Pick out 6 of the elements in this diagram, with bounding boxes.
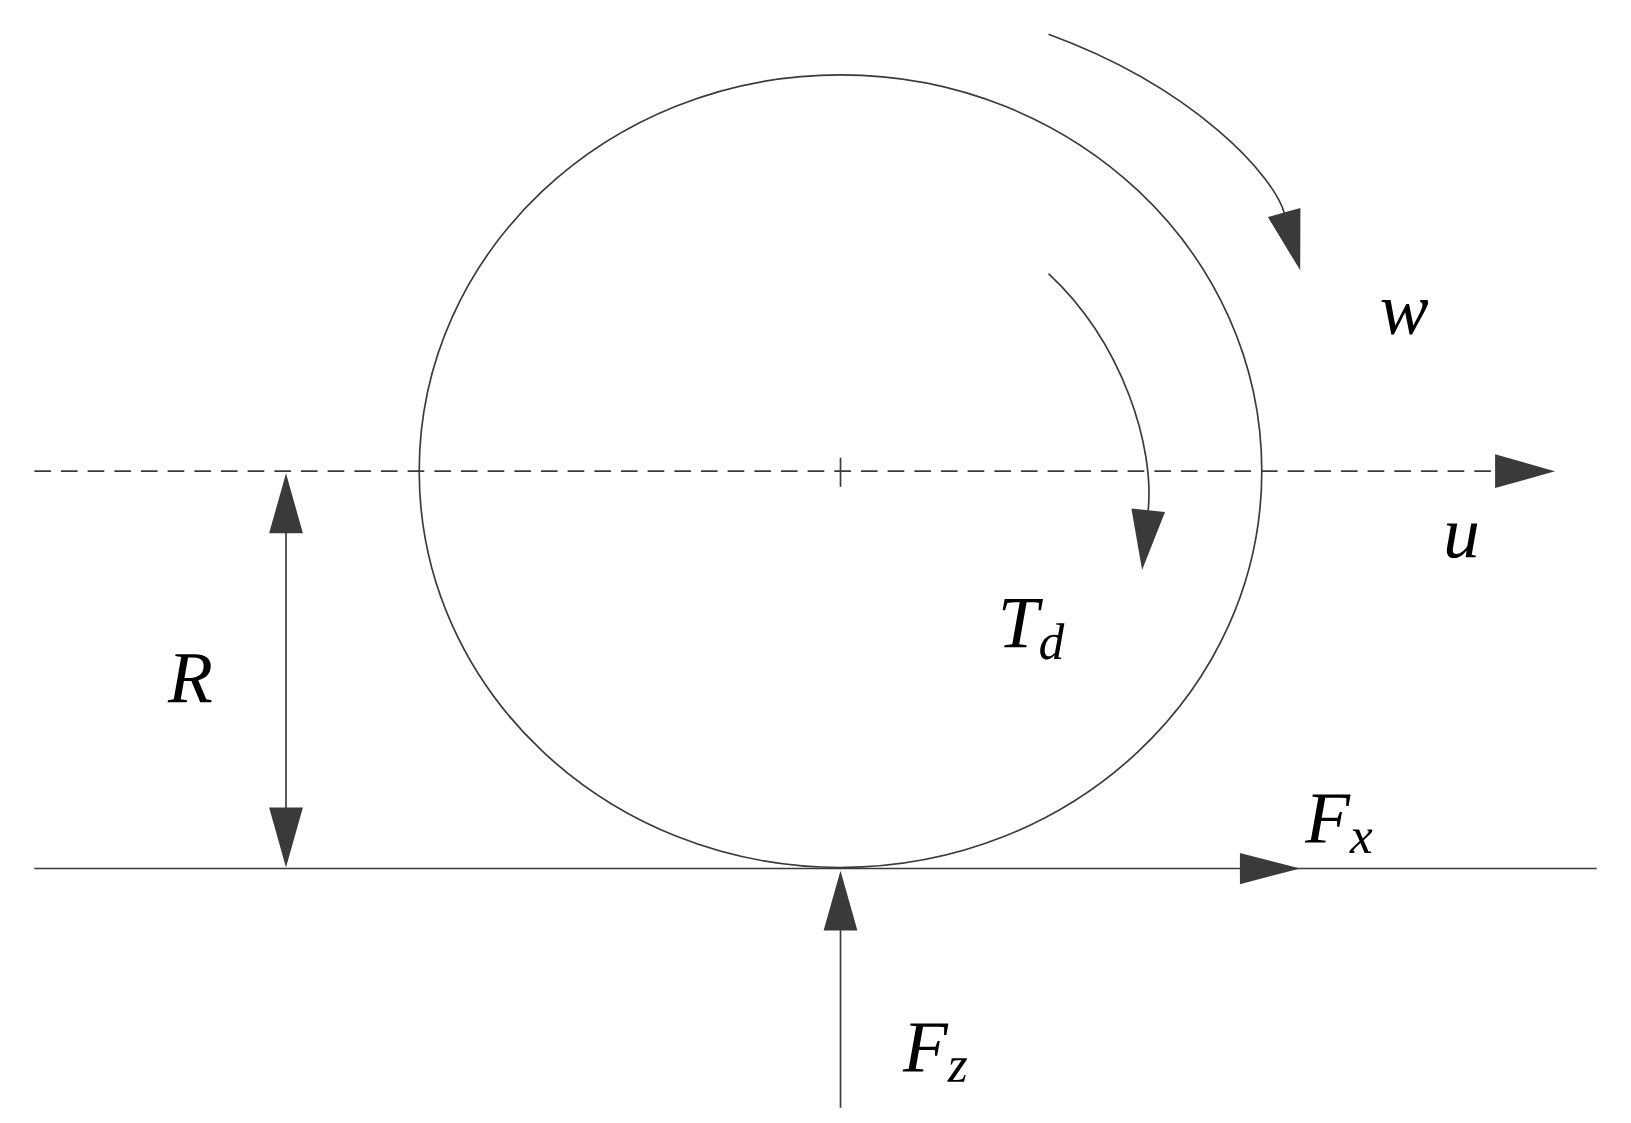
variable-label: w <box>1381 300 1429 335</box>
variable-label: u <box>1446 523 1478 559</box>
variable-label: T$_{d}$ <box>1002 599 1065 660</box>
variable-label: F$_{x}$ <box>1304 794 1373 853</box>
variable-label: R <box>167 654 212 703</box>
variable-label: F$_{z}$ <box>902 1023 968 1082</box>
